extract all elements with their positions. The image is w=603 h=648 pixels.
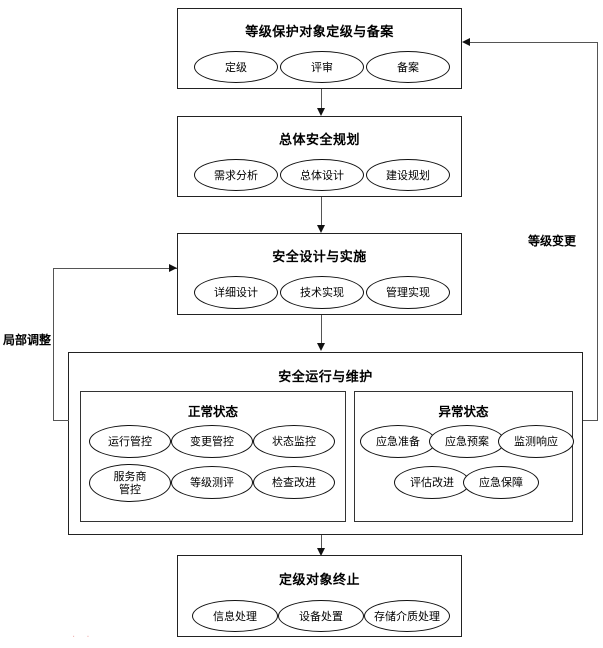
subgroup-title-normal-state: 正常状态	[187, 404, 238, 419]
stage-box-design-implementation[interactable]: 安全设计与实施 详细设计 技术实现 管理实现	[177, 233, 462, 315]
feedback-right-vertical	[597, 42, 598, 421]
node-jianchagaijin[interactable]: 检查改进	[253, 466, 335, 499]
node-yingjibaozhang[interactable]: 应急保障	[463, 466, 539, 499]
feedback-left-horizontal-bottom	[53, 420, 69, 421]
stage-box-object-termination[interactable]: 定级对象终止 信息处理 设备处置 存储介质处理	[177, 555, 462, 637]
node-dingji[interactable]: 定级	[194, 51, 278, 83]
node-jiansheguihua[interactable]: 建设规划	[366, 159, 450, 191]
connector-stage4-to-stage5	[321, 535, 322, 553]
node-pinggugaijin[interactable]: 评估改进	[394, 466, 470, 499]
connector-stage3-to-stage4	[321, 315, 322, 348]
feedback-right-horizontal-top	[470, 42, 598, 43]
node-fuwushangguankong[interactable]: 服务商 管控	[89, 464, 171, 502]
node-jiancexiangying[interactable]: 监测响应	[498, 425, 574, 458]
node-fuwushangguankong-label: 服务商 管控	[113, 470, 147, 496]
node-guanlishixian[interactable]: 管理实现	[366, 276, 450, 309]
node-dengjicep[interactable]: 等级测评	[171, 466, 253, 499]
node-shebeichuzhi[interactable]: 设备处置	[278, 600, 364, 632]
arrowhead-stage3-to-stage4	[316, 343, 325, 351]
stage-title-operation-maintenance: 安全运行与维护	[278, 370, 373, 385]
node-zongtisheji[interactable]: 总体设计	[280, 159, 364, 191]
node-zhuangtaijiankong[interactable]: 状态监控	[253, 425, 335, 458]
node-beian[interactable]: 备案	[366, 51, 450, 83]
node-yingjizhunbei[interactable]: 应急准备	[360, 425, 436, 458]
node-biangengguankong[interactable]: 变更管控	[171, 425, 253, 458]
stage-box-operation-maintenance[interactable]: 安全运行与维护 正常状态 运行管控 变更管控 状态监控 服务商 管控 等级测评 …	[68, 352, 583, 535]
stage-title-design-implementation: 安全设计与实施	[272, 250, 367, 265]
subgroup-box-normal-state[interactable]: 正常状态 运行管控 变更管控 状态监控 服务商 管控 等级测评 检查改进	[80, 391, 346, 522]
connector-stage2-to-stage3	[321, 197, 322, 230]
stage-title-overall-planning: 总体安全规划	[278, 133, 360, 148]
stage-title-grading-filing: 等级保护对象定级与备案	[245, 25, 394, 40]
arrowhead-stage2-to-stage3	[316, 225, 325, 233]
feedback-right-horizontal-bottom	[583, 420, 598, 421]
feedback-label-level-change: 等级变更	[528, 234, 577, 248]
stage-box-overall-planning[interactable]: 总体安全规划 需求分析 总体设计 建设规划	[177, 116, 462, 197]
stage-title-object-termination: 定级对象终止	[278, 573, 360, 588]
arrowhead-stage1-to-stage2	[316, 108, 325, 116]
node-xiangxisheji[interactable]: 详细设计	[194, 276, 278, 309]
node-xuqiufenxi[interactable]: 需求分析	[194, 159, 278, 191]
arrowhead-feedback-right	[462, 37, 470, 46]
subgroup-box-abnormal-state[interactable]: 异常状态 应急准备 应急预案 监测响应 评估改进 应急保障	[354, 391, 574, 522]
node-yingjiyuan[interactable]: 应急预案	[429, 425, 505, 458]
node-jishushixian[interactable]: 技术实现	[280, 276, 364, 309]
feedback-left-vertical	[53, 268, 54, 421]
node-xinxichuli[interactable]: 信息处理	[192, 600, 278, 632]
subgroup-title-abnormal-state: 异常状态	[438, 404, 489, 419]
artifact-dots: · ·	[72, 632, 94, 643]
arrowhead-feedback-left	[169, 263, 177, 272]
arrowhead-stage4-to-stage5	[316, 548, 325, 556]
stage-box-grading-filing[interactable]: 等级保护对象定级与备案 定级 评审 备案	[177, 8, 462, 89]
connector-stage1-to-stage2	[321, 89, 322, 111]
node-cunchujiezhichuli[interactable]: 存储介质处理	[364, 600, 450, 632]
node-yunxingguankong[interactable]: 运行管控	[89, 425, 171, 458]
node-pingshen[interactable]: 评审	[280, 51, 364, 83]
feedback-label-local-adjust: 局部调整	[3, 333, 52, 347]
feedback-left-horizontal-top	[53, 268, 177, 269]
